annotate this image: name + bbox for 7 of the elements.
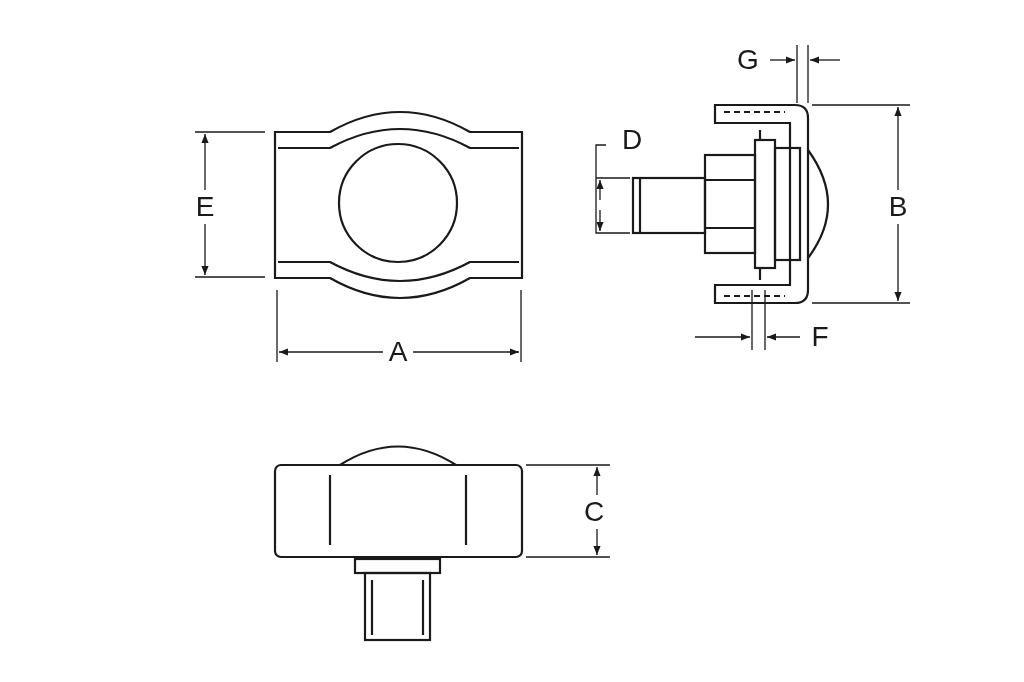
dimension-label: B	[888, 192, 908, 222]
dimension-label: D	[621, 125, 643, 155]
dimension-label: E	[195, 192, 215, 222]
dimension-label: C	[583, 497, 605, 527]
dimension-label: G	[737, 45, 759, 75]
dimension-label: F	[811, 322, 829, 352]
dimension-label: A	[388, 337, 408, 367]
